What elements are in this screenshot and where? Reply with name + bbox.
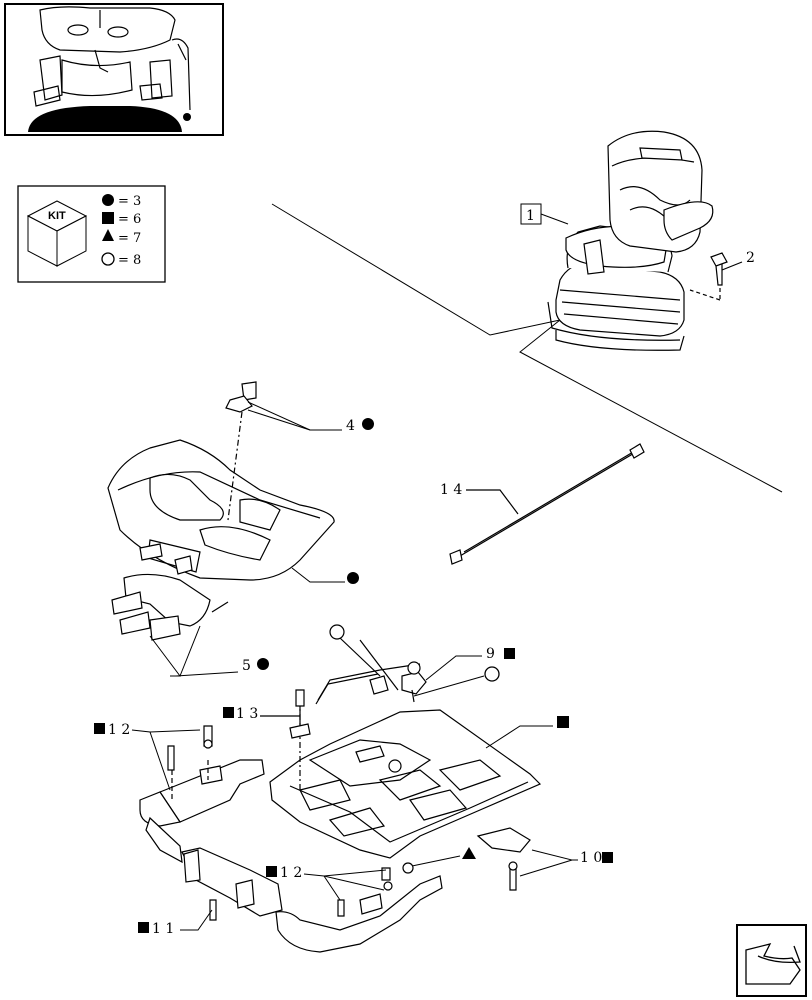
bracket-11: [181, 847, 283, 921]
kit-legend: KIT = 3 = 6 = 7 = 8: [17, 185, 166, 283]
kit-legend-open-circle: = 8: [118, 253, 141, 268]
filled-triangle-symbol: [102, 229, 114, 241]
seat-assembly: [547, 130, 714, 351]
callout-11: 1 1: [138, 909, 213, 937]
callout-1-label: 1: [526, 208, 535, 224]
kit-legend-triangle: = 7: [118, 231, 141, 246]
cable-14: [449, 443, 645, 565]
location-thumbnail: [4, 3, 224, 136]
handle-5: [111, 573, 229, 641]
callout-13-label: 1 3: [236, 706, 258, 722]
open-circle-symbol: [101, 252, 115, 266]
kit-legend-circle: = 3: [118, 194, 141, 209]
callout-13: 1 3: [223, 706, 258, 722]
callout-5: 5: [149, 625, 269, 677]
bracket-10: [476, 827, 531, 891]
assembly-reference-lines: [271, 203, 783, 493]
bracket-12-lower: [275, 867, 443, 953]
callout-10-label: 1 0: [580, 850, 602, 866]
callout-12-lower: 1 2: [266, 865, 387, 901]
callout-2-label: 2: [746, 250, 755, 266]
callout-11-label: 1 1: [152, 921, 174, 937]
callout-9-label: 9: [486, 646, 495, 662]
seat-mounting-plate: [269, 700, 542, 859]
bolt-13: [260, 689, 311, 739]
callout-open-circle: [413, 666, 500, 697]
pin-triangle: [402, 847, 476, 874]
callout-12-upper: 1 2: [94, 722, 201, 791]
kit-legend-square: = 6: [118, 212, 141, 227]
filled-square-symbol: [102, 212, 114, 224]
callout-4: 4: [247, 401, 374, 434]
callout-plate: [485, 716, 569, 749]
seat-base-upper: [107, 381, 335, 581]
callout-12a-label: 1 2: [108, 722, 130, 738]
callout-4-label: 4: [346, 418, 355, 434]
callout-9: 9: [425, 646, 515, 681]
callout-base-dot: [291, 567, 359, 584]
callout-1: 1: [520, 203, 569, 225]
callout-5-label: 5: [242, 658, 251, 674]
kit-title: KIT: [48, 210, 66, 222]
callout-10: 1 0: [519, 849, 613, 877]
next-page-arrow-icon[interactable]: [736, 924, 807, 997]
bracket-12-upper: [139, 725, 265, 864]
spring-rod: [315, 624, 427, 705]
filled-circle-symbol: [102, 194, 114, 206]
callout-12b-label: 1 2: [280, 865, 302, 881]
callout-14-label: 1 4: [440, 482, 462, 498]
bolt-2: [689, 252, 743, 301]
